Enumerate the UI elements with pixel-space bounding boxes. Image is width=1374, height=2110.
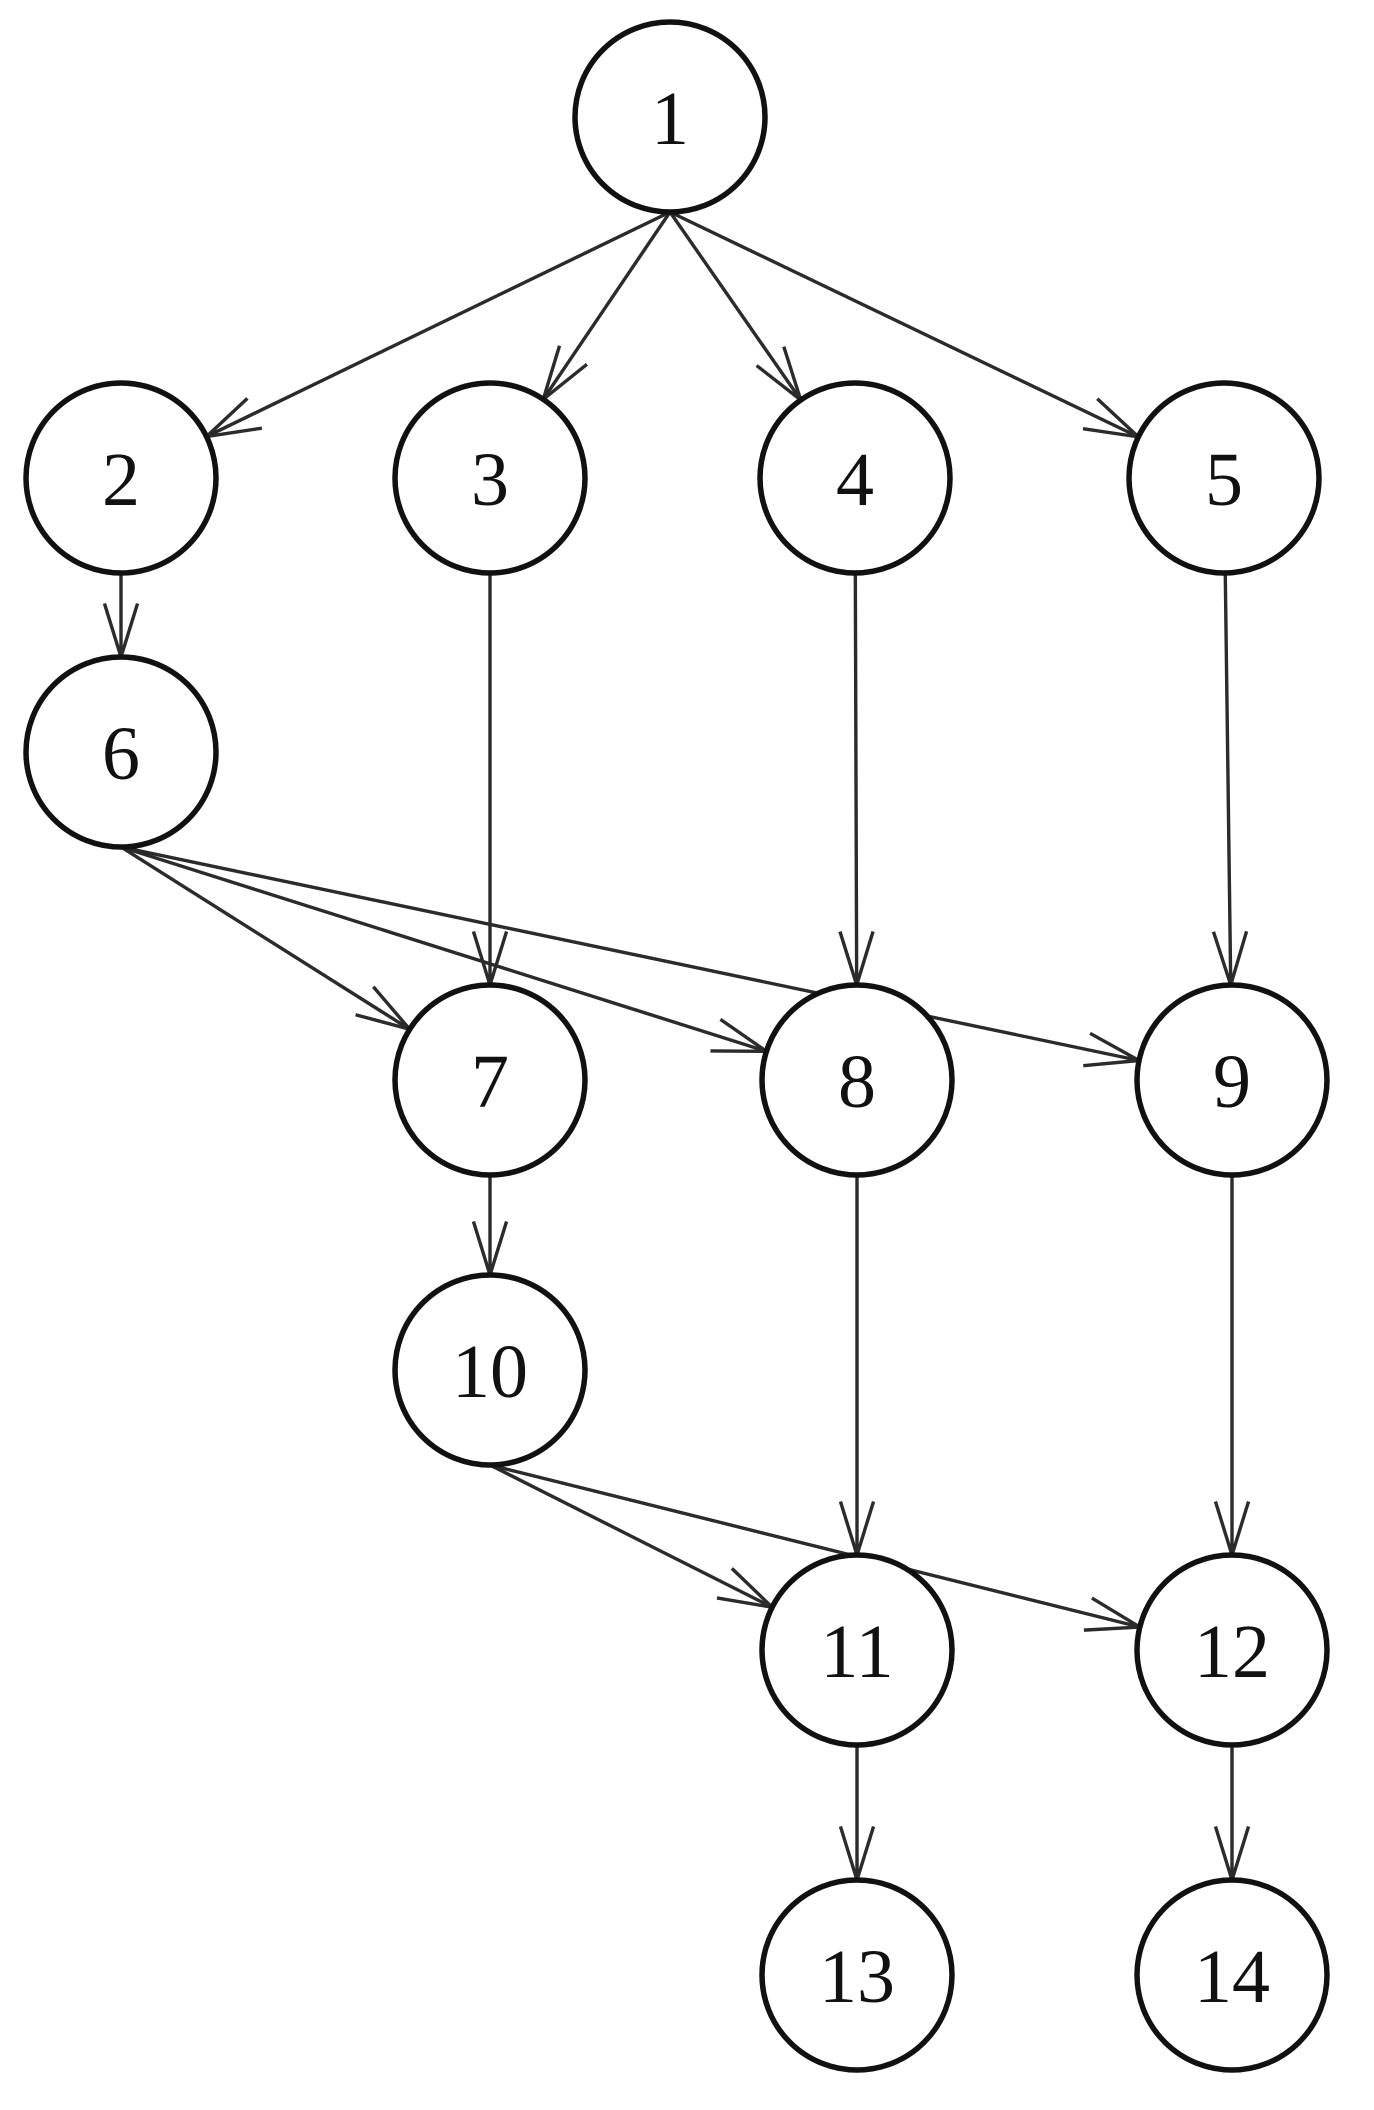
node-circle-4[interactable] (757, 380, 953, 576)
graph-node-9[interactable]: 9 (1134, 982, 1330, 1178)
edge-1-to-5 (669, 210, 1140, 439)
arrowhead-8-to-11-2 (855, 1500, 876, 1556)
node-label-6: 6 (102, 712, 140, 796)
arrowhead-8-to-11-1 (838, 1500, 859, 1556)
arrowhead-1-to-3-1 (541, 345, 562, 400)
arrowhead-5-to-9-2 (1229, 930, 1249, 986)
graph-node-7[interactable]: 7 (392, 982, 588, 1178)
arrowhead-3-to-7-2 (488, 930, 509, 986)
node-circle-13[interactable] (759, 1877, 955, 2073)
node-circle-8[interactable] (759, 982, 955, 1178)
node-label-9: 9 (1213, 1040, 1251, 1124)
graph-node-6[interactable]: 6 (23, 654, 219, 850)
arrowhead-1-to-3-2 (542, 362, 588, 401)
arrowhead-1-to-2-1 (205, 397, 249, 438)
node-circle-3[interactable] (392, 380, 588, 576)
node-label-12: 12 (1194, 1610, 1270, 1694)
edge-4-to-8 (853, 572, 859, 986)
arrowhead-4-to-8-2 (855, 930, 875, 986)
edge-1-to-2 (205, 210, 671, 439)
arrowhead-6-to-7-2 (371, 985, 411, 1031)
arrowhead-9-to-12-2 (1230, 1500, 1251, 1556)
arrowhead-4-to-8-1 (838, 931, 859, 986)
node-circle-9[interactable] (1134, 982, 1330, 1178)
node-circle-14[interactable] (1134, 1877, 1330, 2073)
edge-10-to-11 (489, 1463, 773, 1609)
graph-node-10[interactable]: 10 (392, 1272, 588, 1468)
arrowhead-1-to-4-1 (755, 364, 802, 402)
arrowhead-1-to-5-1 (1082, 426, 1139, 439)
arrowhead-11-to-13-1 (838, 1825, 859, 1881)
graph-node-2[interactable]: 2 (23, 380, 219, 576)
arrowhead-10-to-11-1 (716, 1596, 773, 1609)
graph-node-8[interactable]: 8 (759, 982, 955, 1178)
edges-layer (102, 210, 1251, 1881)
node-circle-7[interactable] (392, 982, 588, 1178)
arrowhead-9-to-12-1 (1213, 1500, 1234, 1556)
arrowhead-3-to-7-1 (471, 930, 492, 986)
edge-1-to-4 (668, 211, 803, 401)
node-label-11: 11 (820, 1610, 893, 1694)
graph-node-3[interactable]: 3 (392, 380, 588, 576)
graph-node-5[interactable]: 5 (1126, 380, 1322, 576)
node-label-3: 3 (471, 438, 509, 522)
arrowhead-1-to-4-2 (782, 346, 803, 401)
arrowhead-6-to-7-1 (355, 1013, 411, 1031)
node-label-5: 5 (1205, 438, 1243, 522)
graph-node-12[interactable]: 12 (1134, 1552, 1330, 1748)
arrowhead-12-to-14-1 (1213, 1825, 1234, 1881)
node-circle-1[interactable] (572, 19, 768, 215)
arrowhead-2-to-6-1 (102, 602, 123, 658)
node-circle-11[interactable] (759, 1552, 955, 1748)
graph-node-1[interactable]: 1 (572, 19, 768, 215)
node-circle-10[interactable] (392, 1272, 588, 1468)
edge-10-to-12 (489, 1463, 1141, 1629)
graph-node-14[interactable]: 14 (1134, 1877, 1330, 2073)
node-circle-12[interactable] (1134, 1552, 1330, 1748)
graph-node-11[interactable]: 11 (759, 1552, 955, 1748)
arrowhead-10-to-11-2 (730, 1567, 774, 1609)
arrowhead-10-to-12-1 (1083, 1625, 1140, 1632)
edge-6-to-8 (120, 845, 767, 1053)
arrowhead-7-to-10-2 (488, 1220, 509, 1276)
arrowhead-12-to-14-2 (1230, 1825, 1251, 1881)
arrowhead-6-to-9-2 (1089, 1031, 1140, 1062)
graph-node-4[interactable]: 4 (757, 380, 953, 576)
edge-6-to-7 (120, 845, 411, 1031)
arrowhead-11-to-13-2 (855, 1825, 876, 1881)
node-label-8: 8 (838, 1040, 876, 1124)
node-circle-2[interactable] (23, 380, 219, 576)
arrowhead-2-to-6-2 (119, 602, 140, 658)
node-circle-6[interactable] (23, 654, 219, 850)
graph-node-13[interactable]: 13 (759, 1877, 955, 2073)
arrowhead-6-to-8-2 (719, 1018, 768, 1053)
node-circle-5[interactable] (1126, 380, 1322, 576)
arrowhead-1-to-2-2 (206, 426, 263, 439)
node-label-13: 13 (819, 1935, 895, 2019)
node-label-4: 4 (836, 438, 874, 522)
edge-5-to-9 (1223, 572, 1233, 986)
node-label-10: 10 (452, 1330, 528, 1414)
node-label-7: 7 (471, 1040, 509, 1124)
arrowhead-1-to-5-2 (1096, 397, 1140, 439)
arrowhead-6-to-9-1 (1083, 1058, 1140, 1068)
node-label-14: 14 (1194, 1935, 1270, 2019)
edge-6-to-9 (120, 845, 1140, 1063)
arrowhead-5-to-9-1 (1211, 931, 1233, 986)
edge-1-to-3 (541, 211, 672, 401)
arrowhead-10-to-12-2 (1091, 1596, 1141, 1629)
node-label-1: 1 (651, 77, 689, 161)
node-label-2: 2 (102, 438, 140, 522)
arrowhead-7-to-10-1 (471, 1220, 492, 1276)
